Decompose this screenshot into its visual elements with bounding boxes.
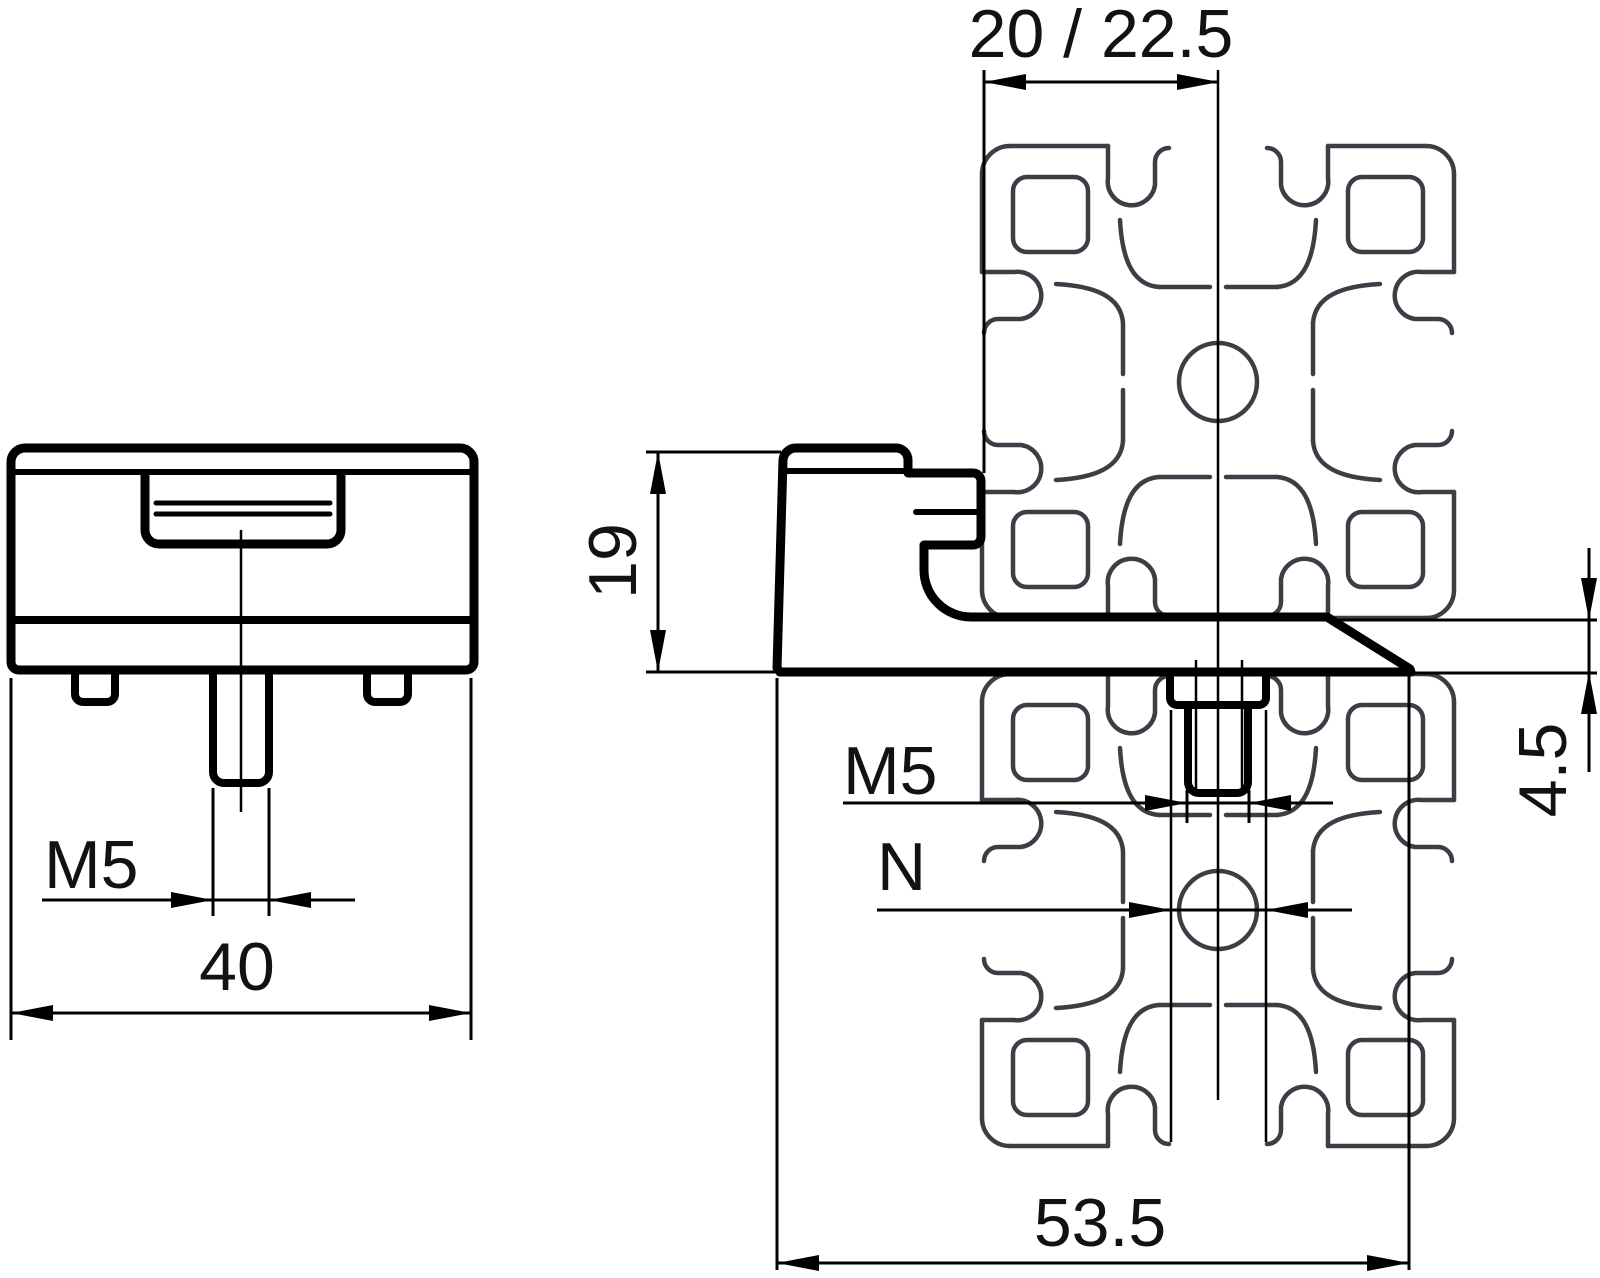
threaded-stud-side xyxy=(1184,701,1252,797)
arrowhead xyxy=(1581,672,1597,714)
arrowhead xyxy=(1249,795,1291,811)
bracket-clip-tab xyxy=(140,469,346,549)
label-bracket-width: 40 xyxy=(199,929,275,1005)
arrowhead xyxy=(1581,578,1597,620)
arrowhead xyxy=(1145,795,1187,811)
threaded-stud-front xyxy=(209,667,273,787)
dimension-labels: 20 / 22.5 19 M5 40 M5 N 4.5 53.5 xyxy=(44,0,1581,1261)
bracket-side-outline xyxy=(772,443,1416,677)
arrowhead xyxy=(1129,902,1171,918)
arrowhead xyxy=(777,1255,819,1271)
arrowhead xyxy=(171,892,213,908)
side-view-bracket xyxy=(772,443,1416,797)
arrowhead xyxy=(269,892,311,908)
clip-tab-groove-lines xyxy=(153,500,333,517)
arrowhead xyxy=(11,1005,53,1021)
bracket-foot-right xyxy=(363,667,412,706)
label-slot-pitch: 20 / 22.5 xyxy=(969,0,1234,72)
bracket-foot-left xyxy=(71,667,119,706)
arrowhead xyxy=(1266,902,1308,918)
label-stud-thread-side: M5 xyxy=(843,733,937,809)
front-view-bracket xyxy=(6,443,479,787)
arrowhead xyxy=(984,74,1026,90)
label-bracket-height: 19 xyxy=(575,523,651,599)
arrowhead xyxy=(1177,74,1219,90)
label-plate-thickness: 4.5 xyxy=(1505,723,1581,818)
arrowhead xyxy=(650,630,666,672)
stud-collar-side xyxy=(1166,670,1270,709)
dimension-lines xyxy=(9,70,1597,1271)
arrowhead xyxy=(1367,1255,1409,1271)
arrowhead xyxy=(650,452,666,494)
arrowhead xyxy=(429,1005,471,1021)
label-stud-thread-front: M5 xyxy=(44,827,138,903)
bracket-body-outline xyxy=(6,443,479,675)
label-overall-depth: 53.5 xyxy=(1034,1185,1166,1261)
label-core-thread: N xyxy=(877,829,926,905)
stud-thread-minor-lines xyxy=(1194,660,1244,790)
